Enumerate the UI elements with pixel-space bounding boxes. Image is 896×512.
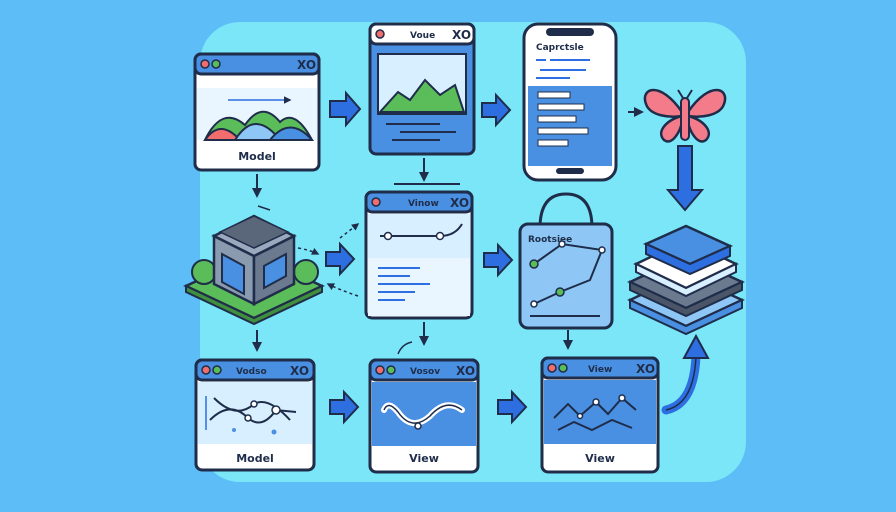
arrow-right-icon — [481, 92, 512, 128]
view-title: View — [588, 365, 612, 375]
close-dot-icon[interactable] — [375, 365, 385, 375]
maximize-dot-icon[interactable] — [212, 365, 222, 375]
vosov-window: Vosov XO View — [368, 358, 480, 474]
dashed-arrow-icon — [326, 283, 359, 297]
close-dot-icon[interactable] — [375, 29, 385, 39]
model-label: Model — [236, 452, 274, 465]
dashed-arrow-icon — [297, 247, 320, 255]
vosov-title: Vosov — [410, 367, 440, 377]
maximize-dot-icon[interactable] — [558, 363, 568, 373]
building-icon — [183, 214, 325, 326]
window-close-icon[interactable]: XO — [452, 28, 471, 42]
bag-panel: Rootsiee — [518, 192, 614, 330]
vinow-title: Vinow — [408, 199, 439, 209]
stack-icon — [627, 224, 745, 336]
vinow-window: Vinow XO — [364, 190, 474, 320]
arrow-right-icon — [497, 389, 528, 425]
window-close-icon[interactable]: XO — [636, 362, 655, 376]
window-close-icon[interactable]: XO — [450, 196, 469, 210]
maximize-dot-icon[interactable] — [211, 59, 221, 69]
voue-title: Voue — [410, 31, 435, 41]
maximize-dot-icon[interactable] — [386, 365, 396, 375]
close-dot-icon[interactable] — [547, 363, 557, 373]
connector-line — [257, 205, 271, 211]
arrow-head-icon — [682, 333, 710, 359]
vodso-window: Vodso XO Model — [194, 358, 316, 472]
model-window-top: XO Model — [193, 52, 321, 172]
arrow-right-icon — [325, 241, 356, 277]
window-close-icon[interactable]: XO — [290, 364, 309, 378]
connector-line — [397, 341, 413, 355]
butterfly-icon — [643, 88, 727, 143]
window-close-icon[interactable]: XO — [297, 58, 316, 72]
voue-window: Voue XO — [368, 22, 476, 156]
view-label: View — [585, 452, 615, 465]
arrow-right-icon — [483, 242, 514, 278]
arrow-right-icon — [329, 90, 362, 128]
window-close-icon[interactable]: XO — [456, 364, 475, 378]
vodso-title: Vodso — [236, 367, 267, 377]
close-dot-icon[interactable] — [371, 197, 381, 207]
view-window: View XO View — [540, 356, 660, 474]
arrow-down-icon — [665, 145, 705, 212]
close-dot-icon[interactable] — [201, 365, 211, 375]
phone-screen: Caprctsle — [522, 22, 618, 182]
arrow-right-icon — [329, 389, 360, 425]
view-label: View — [409, 452, 439, 465]
bag-title: Rootsiee — [528, 235, 572, 245]
close-dot-icon[interactable] — [200, 59, 210, 69]
dashed-arrow-icon — [339, 223, 360, 239]
model-label: Model — [238, 150, 276, 163]
phone-title: Caprctsle — [536, 43, 584, 53]
